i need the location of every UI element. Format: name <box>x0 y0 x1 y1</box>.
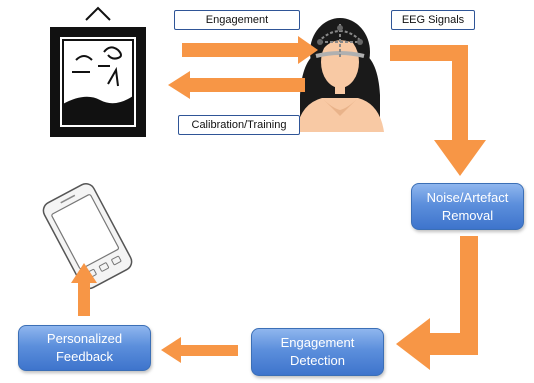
engagement-detection-line-2: Detection <box>290 353 345 368</box>
engagement-detection-line-1: Engagement <box>280 335 355 351</box>
arrow-engagement <box>182 36 318 64</box>
arrow-feedback-to-phone <box>71 263 97 316</box>
framed-painting-icon <box>50 6 146 137</box>
engagement-detection-box: Engagement Detection <box>251 328 384 376</box>
personalized-feedback-line-1: Personalized <box>46 331 123 347</box>
noise-removal-line-2: Removal <box>441 207 494 223</box>
personalized-feedback-box: Personalized Feedback <box>18 325 151 371</box>
arrow-noise-to-detection <box>396 236 478 370</box>
arrow-detection-to-feedback <box>161 337 238 363</box>
arrow-calibration <box>168 71 305 99</box>
person-eeg-headset-icon <box>296 18 384 132</box>
smartphone-icon <box>42 183 133 290</box>
noise-artefact-removal-box: Noise/Artefact Removal <box>411 183 524 230</box>
calibration-training-label: Calibration/Training <box>178 115 300 135</box>
eeg-signals-label: EEG Signals <box>391 10 475 30</box>
personalized-feedback-line-2: Feedback <box>55 349 114 364</box>
arrow-eeg-to-noise <box>390 45 486 176</box>
engagement-label: Engagement <box>174 10 300 30</box>
noise-removal-line-1: Noise/Artefact <box>426 189 509 205</box>
